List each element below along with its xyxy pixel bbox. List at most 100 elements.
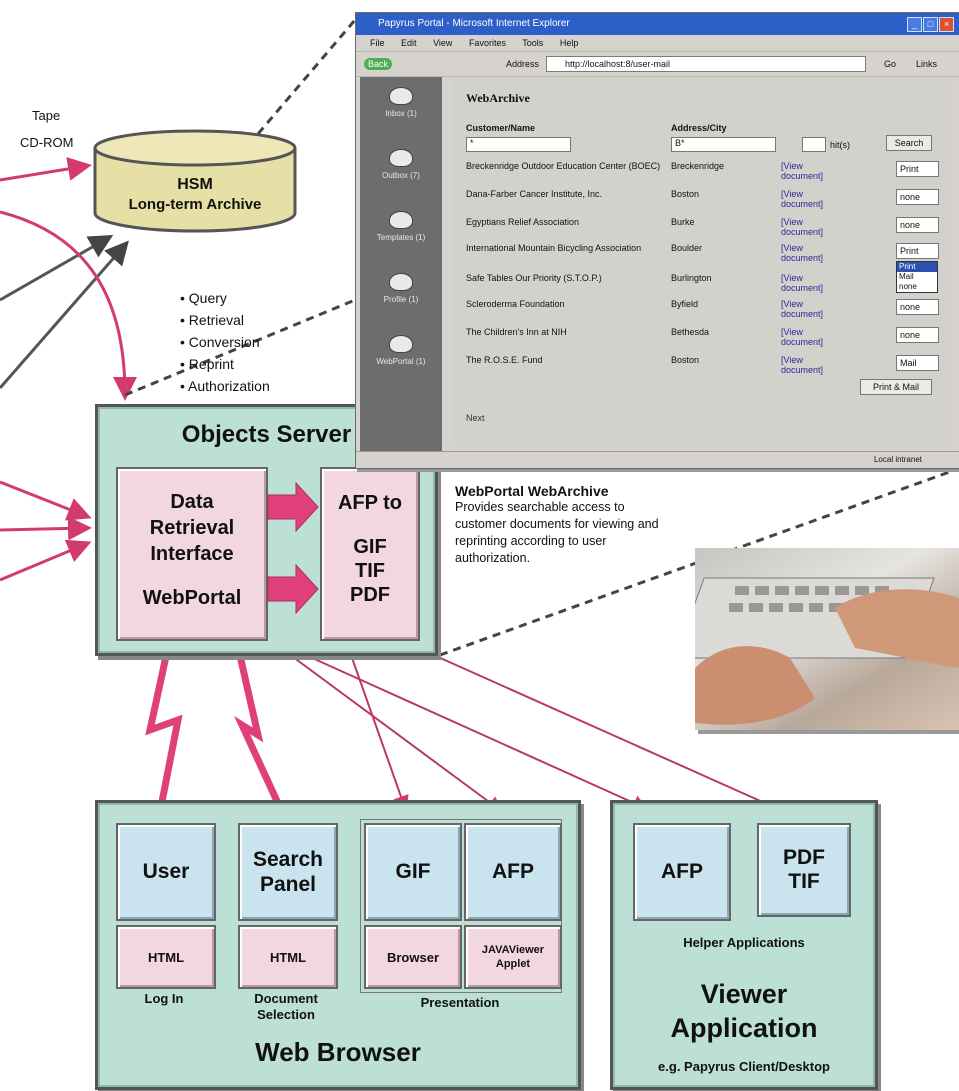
hits-input[interactable] — [802, 137, 826, 152]
close-icon[interactable]: × — [939, 17, 954, 32]
row-name: Breckenridge Outdoor Education Center (B… — [466, 161, 661, 171]
function-query: • Query — [180, 290, 227, 306]
sidebar-item-inbox[interactable]: Inbox (1) — [360, 87, 442, 118]
menu-favorites[interactable]: Favorites — [468, 38, 506, 48]
table-row: Dana-Farber Cancer Institute, Inc. Bosto… — [466, 189, 946, 217]
row-action-select[interactable]: none — [896, 217, 939, 233]
row-city: Breckenridge — [671, 161, 725, 171]
webarchive-caption: WebPortal WebArchive Provides searchable… — [455, 483, 765, 567]
back-button[interactable]: Back — [364, 58, 393, 70]
table-row: The Children's Inn at NIH Bethesda [View… — [466, 327, 946, 355]
gif-box: GIF — [364, 823, 462, 921]
menu-bar: File Edit View Favorites Tools Help — [356, 35, 959, 52]
row-name: The Children's Inn at NIH — [466, 327, 567, 337]
menu-tools[interactable]: Tools — [522, 38, 544, 48]
row-name: Scleroderma Foundation — [466, 299, 565, 309]
view-document-link[interactable]: [View document] — [781, 327, 824, 347]
city-search-input[interactable]: B* — [671, 137, 776, 152]
line-to-viewer-pdf — [399, 639, 789, 815]
table-row: The R.O.S.E. Fund Boston [View document]… — [466, 355, 946, 383]
web-browser-title: Web Browser — [255, 1037, 421, 1067]
menu-edit[interactable]: Edit — [401, 38, 417, 48]
view-document-link[interactable]: [View document] — [781, 243, 824, 263]
table-row: Safe Tables Our Priority (S.T.O.P.) Burl… — [466, 273, 946, 301]
document-selection-caption: Document Selection — [254, 991, 318, 1022]
viewer-title-line2: Application — [670, 1013, 818, 1043]
row-action-select[interactable]: Print — [896, 161, 939, 177]
row-name: Dana-Farber Cancer Institute, Inc. — [466, 189, 603, 199]
row-name: Safe Tables Our Priority (S.T.O.P.) — [466, 273, 602, 283]
sidebar-item-webportal[interactable]: WebPortal (1) — [360, 335, 442, 366]
links-label[interactable]: Links — [916, 59, 938, 69]
address-bar[interactable]: http://localhost:8/user-mail — [546, 56, 866, 72]
caption-body: Provides searchable access to customer d… — [455, 500, 659, 565]
afp-line2: GIF — [353, 536, 387, 558]
view-document-link[interactable]: [View document] — [781, 161, 824, 181]
conversion-arrows — [267, 481, 319, 615]
row-name: Egyptians Relief Association — [466, 217, 580, 227]
go-button[interactable]: Go — [884, 59, 897, 69]
dropdown-option[interactable]: Mail — [899, 272, 914, 281]
view-document-link[interactable]: [View document] — [781, 217, 824, 237]
row-city: Boston — [671, 189, 700, 199]
dri-line1: Data — [170, 491, 214, 513]
hsm-subtitle: Long-term Archive — [128, 196, 262, 213]
table-row: Egyptians Relief Association Burke [View… — [466, 217, 946, 245]
row-action-select[interactable]: none — [896, 327, 939, 343]
table-row: Breckenridge Outdoor Education Center (B… — [466, 161, 946, 189]
viewer-application-group: AFP PDF TIF Helper Applications Viewer A… — [610, 800, 878, 1090]
mailbox-icon — [389, 335, 413, 353]
dropdown-option[interactable]: Print — [897, 262, 937, 272]
sidebar-item-profile[interactable]: Profile (1) — [360, 273, 442, 304]
row-action-select[interactable]: Print — [896, 243, 939, 259]
mailbox-icon — [389, 149, 413, 167]
row-name: The R.O.S.E. Fund — [466, 355, 543, 365]
address-label: Address — [506, 59, 540, 69]
menu-help[interactable]: Help — [559, 38, 579, 48]
storage-input-cdrom: CD-ROM — [20, 135, 74, 150]
viewer-subtitle: e.g. Papyrus Client/Desktop — [658, 1059, 830, 1074]
portal-sidebar: Inbox (1) Outbox (7) Templates (1) Profi… — [360, 77, 442, 452]
view-document-link[interactable]: [View document] — [781, 299, 824, 319]
status-bar: Local intranet — [356, 451, 959, 468]
sidebar-item-templates[interactable]: Templates (1) — [360, 211, 442, 242]
row-action-select[interactable]: none — [896, 189, 939, 205]
maximize-icon[interactable]: □ — [923, 17, 938, 32]
gif-browser-box: Browser — [364, 925, 462, 989]
row-city: Boston — [671, 355, 700, 365]
menu-view[interactable]: View — [433, 38, 453, 48]
arrow-server-2 — [0, 516, 92, 541]
function-reprint: • Reprint — [180, 356, 234, 372]
sidebar-label: Outbox (7) — [382, 171, 420, 180]
dropdown-option[interactable]: none — [899, 282, 917, 291]
sidebar-item-outbox[interactable]: Outbox (7) — [360, 149, 442, 180]
helper-applications-caption: Helper Applications — [683, 935, 805, 950]
user-box: User — [116, 823, 216, 921]
row-city: Byfield — [671, 299, 699, 309]
bolt-user — [145, 637, 183, 813]
menu-file[interactable]: File — [370, 38, 385, 48]
col-header-city: Address/City — [671, 123, 727, 133]
name-search-input[interactable]: * — [466, 137, 571, 152]
search-button[interactable]: Search — [886, 135, 932, 151]
mailbox-icon — [389, 273, 413, 291]
mailbox-icon — [389, 211, 413, 229]
view-document-link[interactable]: [View document] — [781, 355, 824, 375]
caption-title: WebPortal WebArchive — [455, 483, 609, 499]
view-document-link[interactable]: [View document] — [781, 273, 824, 293]
row-action-select[interactable]: Mail — [896, 355, 939, 371]
afp-line3: TIF — [355, 560, 385, 582]
curve-to-server — [0, 210, 137, 401]
login-caption: Log In — [144, 991, 184, 1006]
next-link[interactable]: Next — [466, 413, 485, 423]
print-mail-button[interactable]: Print & Mail — [860, 379, 932, 395]
function-retrieval: • Retrieval — [180, 312, 245, 328]
row-action-select[interactable]: none — [896, 299, 939, 315]
web-browser-group: User HTML Log In Search Panel HTML Docum… — [95, 800, 581, 1090]
view-document-link[interactable]: [View document] — [781, 189, 824, 209]
arrow-server-1 — [0, 480, 92, 521]
objects-server-title: Objects Server — [181, 421, 352, 448]
table-row: International Mountain Bicycling Associa… — [466, 243, 946, 271]
presentation-caption: Presentation — [420, 995, 500, 1010]
minimize-icon[interactable]: _ — [907, 17, 922, 32]
